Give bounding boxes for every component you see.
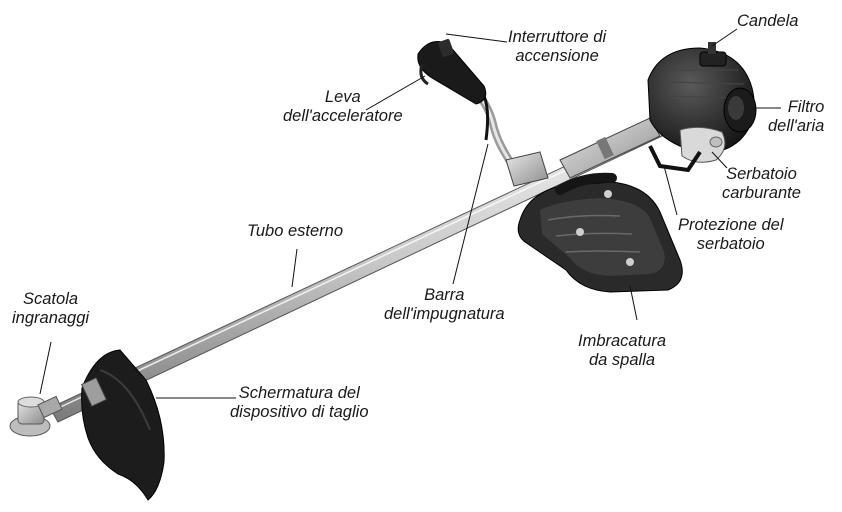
gear-head <box>9 395 63 437</box>
label-barra-impugnatura: Barra dell'impugnatura <box>384 286 505 323</box>
leader-imbracatura <box>629 285 638 321</box>
engine-coupling <box>559 117 661 179</box>
label-scatola-ingranaggi: Scatola ingranaggi <box>12 290 90 327</box>
cutter-guard <box>81 349 165 501</box>
leader-candela <box>711 28 738 47</box>
shoulder-harness <box>517 172 683 293</box>
leader-serbatoio <box>711 151 728 169</box>
label-tubo-esterno: Tubo esterno <box>247 222 344 240</box>
engine <box>647 42 757 173</box>
leader-scatola <box>39 341 52 395</box>
leader-barra <box>452 143 489 285</box>
label-serbatoio-carburante: Serbatoio carburante <box>722 165 801 202</box>
label-interruttore-accensione: Interruttore di accensione <box>508 28 607 65</box>
leader-lines <box>39 28 781 399</box>
label-filtro-aria: Filtro dell'aria <box>768 98 825 135</box>
leader-leva <box>365 75 426 111</box>
label-candela: Candela <box>737 12 799 30</box>
label-schermatura-dispositivo: Schermatura del dispositivo di taglio <box>230 384 369 421</box>
handle-bar <box>417 38 549 187</box>
label-imbracatura-spalla: Imbracatura da spalla <box>578 332 667 369</box>
label-protezione-serbatoio: Protezione del serbatoio <box>678 216 784 253</box>
label-leva-acceleratore: Leva dell'acceleratore <box>283 88 403 125</box>
leader-protezione <box>663 165 678 216</box>
leader-interruttore <box>445 33 508 43</box>
leader-tubo <box>291 248 298 288</box>
